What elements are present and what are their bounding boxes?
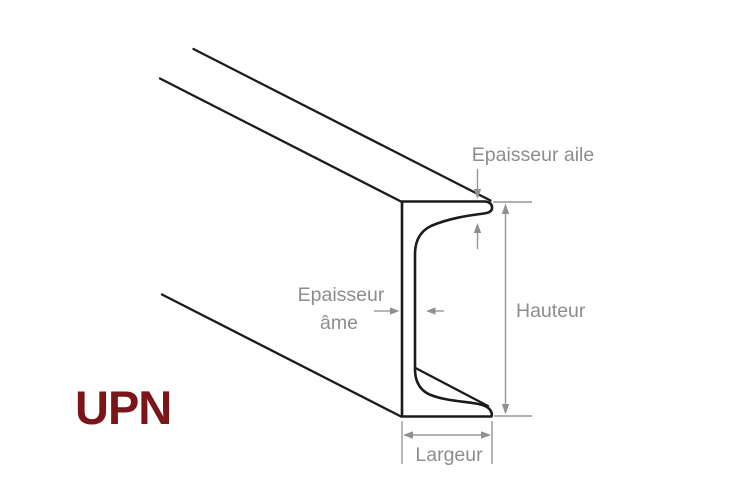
web-thickness-label-line2: âme [320,312,358,334]
extrusion-edges [158,47,492,418]
web-thickness-left-arrowhead-icon [390,307,400,315]
bottom-left-extrusion-edge [160,293,403,418]
flange-thickness-dimension: Epaisseur aile [472,144,594,249]
width-right-arrowhead-icon [481,431,491,439]
width-left-arrowhead-icon [403,431,413,439]
bottom-flange-inner-edge [414,366,490,408]
flange-thickness-label: Epaisseur aile [472,144,594,166]
height-dimension: Hauteur [493,201,586,417]
web-thickness-label-line1: Epaisseur [298,284,385,306]
profile-title: UPN [75,381,172,434]
profile-cross-section [400,200,494,418]
flange-thickness-lower-arrowhead-icon [473,223,482,233]
web-thickness-dimension: Epaisseur âme [298,284,444,334]
flange-thickness-upper-arrowhead-icon [473,189,482,199]
top-right-extrusion-edge [192,47,492,202]
height-label: Hauteur [516,300,586,322]
web-thickness-right-arrowhead-icon [426,307,436,315]
cross-section-outline [400,200,494,418]
height-top-arrowhead-icon [501,203,510,214]
height-bottom-arrowhead-icon [501,404,510,415]
width-label: Largeur [415,444,483,466]
width-dimension: Largeur [401,421,493,466]
top-left-extrusion-edge [158,77,404,204]
